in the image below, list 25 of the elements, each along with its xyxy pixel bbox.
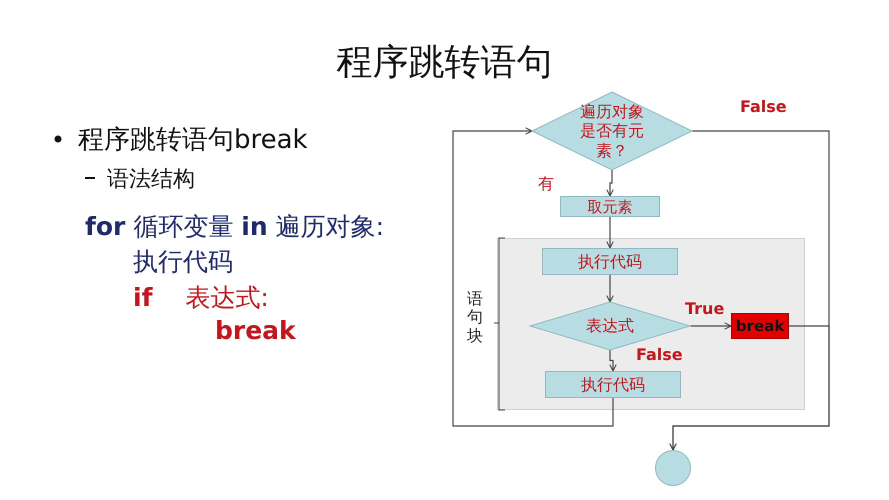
process-box bbox=[560, 196, 660, 217]
slide-title: 程序跳转语句 bbox=[336, 41, 554, 85]
arrow bbox=[606, 170, 614, 197]
block-label: 语句块 bbox=[467, 290, 483, 346]
arrow bbox=[606, 217, 614, 249]
node-label: 执行代码 bbox=[581, 374, 645, 394]
node-label: 取元素 bbox=[588, 198, 632, 216]
node-label: 执行代码 bbox=[578, 252, 642, 272]
process-box bbox=[542, 248, 678, 275]
code-line: if 表达式: bbox=[133, 282, 269, 314]
arrow bbox=[669, 325, 830, 451]
break-box bbox=[731, 313, 789, 339]
node-label: 遍历对象是否有元素？ bbox=[579, 102, 645, 160]
arrow bbox=[606, 275, 614, 303]
code-line: for 循环变量 in 遍历对象: bbox=[85, 211, 384, 243]
arrow bbox=[690, 322, 732, 330]
arrow bbox=[609, 350, 617, 372]
bullet-text: 程序跳转语句break bbox=[78, 124, 308, 157]
process-box bbox=[545, 371, 681, 398]
code-line: 执行代码 bbox=[133, 246, 233, 278]
node-label: break bbox=[736, 317, 784, 335]
code-line: break bbox=[215, 316, 296, 345]
sub-bullet-text: 语法结构 bbox=[107, 166, 195, 194]
arrow bbox=[452, 127, 614, 427]
node-label: 表达式 bbox=[586, 316, 634, 336]
